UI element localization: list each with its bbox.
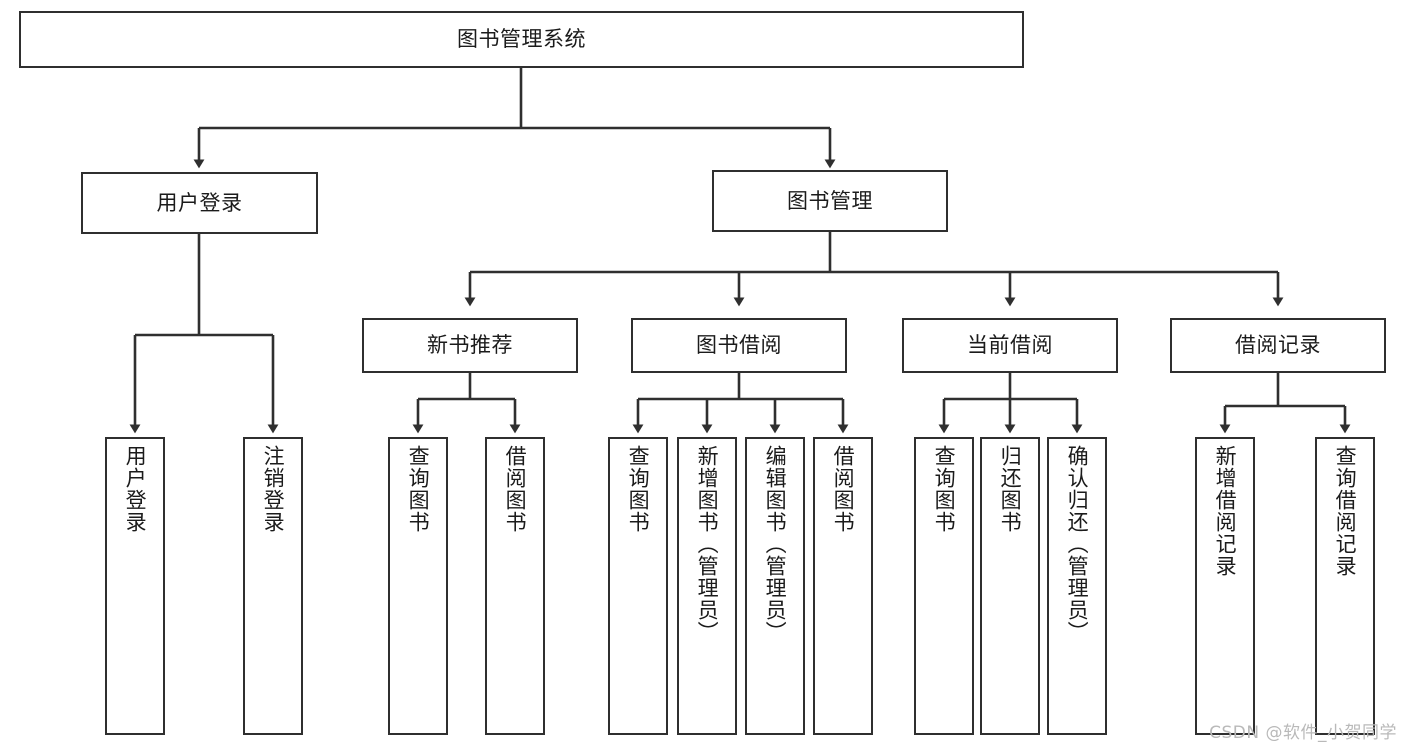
node-leaf-query-book-2[interactable]: 查询图书 bbox=[608, 437, 668, 735]
node-root-system[interactable]: 图书管理系统 bbox=[19, 11, 1024, 68]
node-label: 归还图书 bbox=[998, 445, 1023, 533]
node-leaf-add-record[interactable]: 新增借阅记录 bbox=[1195, 437, 1255, 735]
node-label: 新增借阅记录 bbox=[1213, 445, 1238, 577]
node-leaf-add-book[interactable]: 新增图书（管理员） bbox=[677, 437, 737, 735]
node-book-manage[interactable]: 图书管理 bbox=[712, 170, 948, 232]
node-label: 图书管理系统 bbox=[457, 27, 586, 52]
node-label: 查询借阅记录 bbox=[1333, 445, 1358, 577]
node-label: 图书管理 bbox=[787, 188, 873, 213]
node-label: 确认归还（管理员） bbox=[1065, 445, 1090, 643]
node-leaf-query-book-3[interactable]: 查询图书 bbox=[914, 437, 974, 735]
node-label: 查询图书 bbox=[406, 445, 431, 533]
node-label: 查询图书 bbox=[932, 445, 957, 533]
node-leaf-user-login[interactable]: 用户登录 bbox=[105, 437, 165, 735]
node-new-book-rec[interactable]: 新书推荐 bbox=[362, 318, 578, 373]
node-borrow-record[interactable]: 借阅记录 bbox=[1170, 318, 1386, 373]
node-leaf-borrow-book-2[interactable]: 借阅图书 bbox=[813, 437, 873, 735]
node-leaf-query-record[interactable]: 查询借阅记录 bbox=[1315, 437, 1375, 735]
node-label: 用户登录 bbox=[123, 445, 148, 533]
node-label: 用户登录 bbox=[156, 190, 243, 215]
node-label: 图书借阅 bbox=[696, 333, 782, 358]
node-label: 当前借阅 bbox=[967, 333, 1053, 358]
node-current-borrow[interactable]: 当前借阅 bbox=[902, 318, 1118, 373]
node-label: 借阅图书 bbox=[831, 445, 856, 533]
node-label: 注销登录 bbox=[261, 445, 286, 533]
node-user-login[interactable]: 用户登录 bbox=[81, 172, 318, 234]
node-book-borrow[interactable]: 图书借阅 bbox=[631, 318, 847, 373]
node-label: 借阅图书 bbox=[503, 445, 528, 533]
node-leaf-logout[interactable]: 注销登录 bbox=[243, 437, 303, 735]
node-label: 新增图书（管理员） bbox=[695, 445, 720, 643]
node-leaf-borrow-book-1[interactable]: 借阅图书 bbox=[485, 437, 545, 735]
watermark-text: CSDN @软件_小贺同学 bbox=[1209, 723, 1397, 743]
node-label: 查询图书 bbox=[626, 445, 651, 533]
node-leaf-confirm-return[interactable]: 确认归还（管理员） bbox=[1047, 437, 1107, 735]
node-label: 编辑图书（管理员） bbox=[763, 445, 788, 643]
node-leaf-return-book[interactable]: 归还图书 bbox=[980, 437, 1040, 735]
node-label: 借阅记录 bbox=[1235, 333, 1321, 358]
node-leaf-edit-book[interactable]: 编辑图书（管理员） bbox=[745, 437, 805, 735]
node-leaf-query-book-1[interactable]: 查询图书 bbox=[388, 437, 448, 735]
node-label: 新书推荐 bbox=[427, 333, 513, 358]
